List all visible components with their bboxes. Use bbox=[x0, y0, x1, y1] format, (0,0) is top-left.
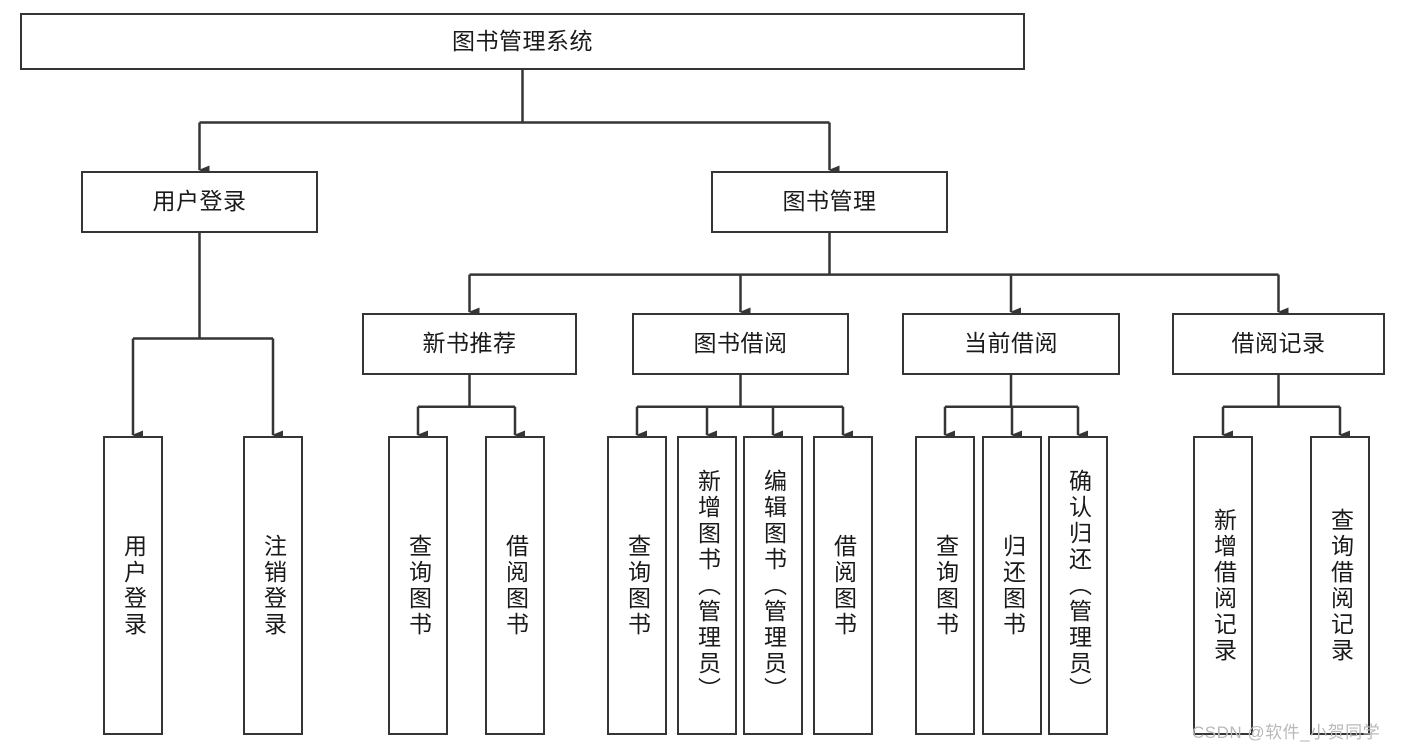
node-user-login[interactable]: 用户登录 bbox=[81, 171, 318, 233]
node-label-book-borrow: 图书借阅 bbox=[693, 330, 788, 357]
node-leaf-user-login[interactable]: 用户登录 bbox=[103, 436, 163, 735]
node-label-new-book-rec: 新书推荐 bbox=[422, 330, 517, 357]
node-label-leaf-confirm-return: 确认归还（管理员） bbox=[1065, 468, 1092, 703]
node-leaf-query-book-2[interactable]: 查询图书 bbox=[607, 436, 667, 735]
node-root[interactable]: 图书管理系统 bbox=[20, 13, 1025, 70]
node-label-user-login: 用户登录 bbox=[152, 188, 247, 215]
node-label-root: 图书管理系统 bbox=[452, 27, 593, 54]
node-current-borrow[interactable]: 当前借阅 bbox=[902, 313, 1120, 375]
node-label-borrow-record: 借阅记录 bbox=[1231, 330, 1326, 357]
node-label-leaf-query-book-1: 查询图书 bbox=[405, 533, 432, 638]
node-label-current-borrow: 当前借阅 bbox=[964, 330, 1058, 357]
node-leaf-edit-book[interactable]: 编辑图书（管理员） bbox=[743, 436, 803, 735]
node-leaf-confirm-return[interactable]: 确认归还（管理员） bbox=[1048, 436, 1108, 735]
node-leaf-borrow-book-1[interactable]: 借阅图书 bbox=[485, 436, 545, 735]
node-leaf-add-book[interactable]: 新增图书（管理员） bbox=[677, 436, 737, 735]
node-leaf-return-book[interactable]: 归还图书 bbox=[982, 436, 1042, 735]
node-label-leaf-return-book: 归还图书 bbox=[999, 533, 1026, 638]
node-label-leaf-borrow-book-1: 借阅图书 bbox=[502, 533, 529, 638]
node-leaf-borrow-book-2[interactable]: 借阅图书 bbox=[813, 436, 873, 735]
node-book-borrow[interactable]: 图书借阅 bbox=[632, 313, 849, 375]
node-borrow-record[interactable]: 借阅记录 bbox=[1172, 313, 1385, 375]
node-label-leaf-query-book-3: 查询图书 bbox=[932, 533, 959, 638]
node-leaf-query-book-1[interactable]: 查询图书 bbox=[388, 436, 448, 735]
node-label-leaf-logout: 注销登录 bbox=[260, 533, 287, 638]
node-label-leaf-borrow-book-2: 借阅图书 bbox=[830, 533, 857, 638]
node-label-leaf-user-login: 用户登录 bbox=[120, 533, 147, 638]
node-label-leaf-query-record: 查询借阅记录 bbox=[1327, 507, 1354, 664]
node-label-leaf-add-record: 新增借阅记录 bbox=[1210, 507, 1237, 664]
node-leaf-query-book-3[interactable]: 查询图书 bbox=[915, 436, 975, 735]
node-book-manage[interactable]: 图书管理 bbox=[711, 171, 948, 233]
node-label-book-manage: 图书管理 bbox=[782, 188, 877, 215]
node-leaf-logout[interactable]: 注销登录 bbox=[243, 436, 303, 735]
node-label-leaf-edit-book: 编辑图书（管理员） bbox=[760, 468, 787, 703]
node-label-leaf-query-book-2: 查询图书 bbox=[624, 533, 651, 638]
node-new-book-rec[interactable]: 新书推荐 bbox=[362, 313, 577, 375]
node-label-leaf-add-book: 新增图书（管理员） bbox=[694, 468, 721, 703]
node-leaf-query-record[interactable]: 查询借阅记录 bbox=[1310, 436, 1370, 735]
node-leaf-add-record[interactable]: 新增借阅记录 bbox=[1193, 436, 1253, 735]
